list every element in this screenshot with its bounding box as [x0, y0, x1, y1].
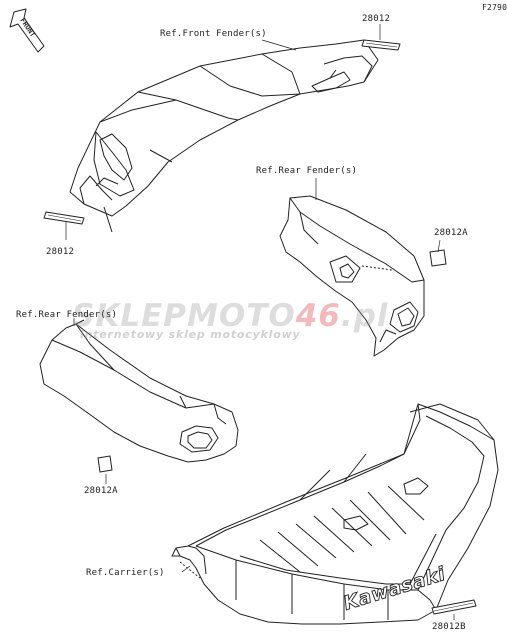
watermark-brand-c: 46	[295, 298, 341, 334]
part-number-carrier-bottom[interactable]: 28012B	[432, 622, 466, 632]
watermark-subtitle: internetowy sklep motocyklowy	[80, 328, 301, 341]
label-carrier[interactable]: Ref.Carrier(s)	[86, 568, 165, 578]
part-number-rear-fender-right[interactable]: 28012A	[434, 228, 468, 238]
decal-28012A-right	[429, 249, 447, 267]
watermark-brand-d: .pl	[340, 298, 389, 334]
label-front-fender[interactable]: Ref.Front Fender(s)	[160, 29, 267, 39]
figure-code: F2790	[482, 3, 507, 12]
decal-28012-top-right	[361, 39, 401, 51]
part-number-front-fender-left[interactable]: 28012	[46, 247, 75, 257]
rear-fender-upper-drawing	[279, 195, 425, 357]
carrier-bed-drawing	[171, 403, 499, 625]
part-number-rear-fender-left[interactable]: 28012A	[84, 486, 118, 496]
front-arrow-icon	[9, 8, 45, 53]
watermark: SKLEPMOTO46.pl internetowy sklep motocyk…	[72, 298, 432, 346]
front-fender-drawing	[69, 39, 379, 233]
decal-28012-left	[43, 211, 85, 225]
watermark-brand-b: MOTO	[187, 298, 296, 334]
decal-28012A-left	[97, 455, 113, 473]
decal-28012B	[431, 599, 477, 615]
watermark-brand: SKLEPMOTO46.pl	[72, 298, 388, 334]
label-rear-fender-lower[interactable]: Ref.Rear Fender(s)	[16, 310, 118, 320]
leader-lines	[65, 24, 455, 620]
label-rear-fender-upper[interactable]: Ref.Rear Fender(s)	[256, 166, 358, 176]
watermark-brand-a: SKLEP	[72, 298, 187, 334]
part-number-top-right[interactable]: 28012	[362, 14, 391, 24]
rear-fender-lower-drawing	[39, 319, 239, 463]
